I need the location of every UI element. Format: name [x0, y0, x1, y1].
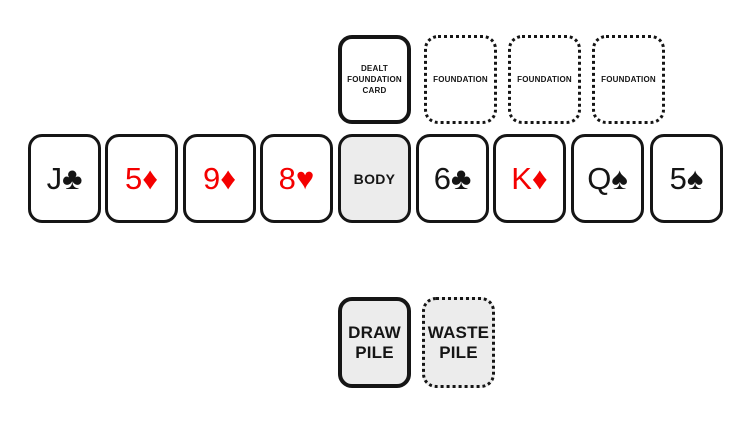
foundation-slot-3[interactable]: FOUNDATION [592, 35, 665, 124]
hearts-suit-icon: ♥ [295, 161, 315, 196]
card-jack-clubs[interactable]: J♣ [28, 134, 101, 223]
card-rank: 5 [124, 161, 143, 196]
card-8-hearts[interactable]: 8♥ [260, 134, 333, 223]
foundation-slot-label: FOUNDATION [517, 74, 572, 84]
card-queen-spades[interactable]: Q♠ [571, 134, 644, 223]
card-rank: J [46, 161, 63, 196]
diamonds-suit-icon: ♦ [142, 161, 159, 196]
draw-pile-label: DRAW PILE [348, 322, 401, 362]
card-rank: K [511, 161, 532, 196]
foundation-slot-1[interactable]: FOUNDATION [424, 35, 497, 124]
clubs-suit-icon: ♣ [62, 161, 83, 196]
card-rank: 8 [278, 161, 296, 196]
card-face: 8♥ [279, 163, 315, 194]
card-face: 5♠ [670, 163, 704, 194]
foundation-slot-label: FOUNDATION [433, 74, 488, 84]
waste-pile-label: WASTE PILE [427, 322, 490, 362]
card-9-diamonds[interactable]: 9♦ [183, 134, 256, 223]
card-5-spades[interactable]: 5♠ [650, 134, 723, 223]
card-face: J♣ [47, 163, 83, 194]
card-rank: 5 [669, 161, 687, 196]
card-face: Q♠ [587, 163, 628, 194]
card-rank: 9 [202, 161, 221, 196]
dealt-foundation-card-label: DEALT FOUNDATION CARD [347, 63, 402, 96]
card-king-diamonds[interactable]: K♦ [493, 134, 566, 223]
card-face: 6♣ [434, 163, 472, 194]
card-face: K♦ [511, 163, 548, 194]
waste-pile[interactable]: WASTE PILE [422, 297, 495, 388]
dealt-foundation-card[interactable]: DEALT FOUNDATION CARD [338, 35, 411, 124]
diamonds-suit-icon: ♦ [220, 161, 237, 196]
foundation-slot-label: FOUNDATION [601, 74, 656, 84]
card-rank: Q [587, 161, 612, 196]
card-5-diamonds[interactable]: 5♦ [105, 134, 178, 223]
spades-suit-icon: ♠ [686, 161, 704, 196]
foundation-slot-2[interactable]: FOUNDATION [508, 35, 581, 124]
card-rank: 6 [433, 161, 451, 196]
diamonds-suit-icon: ♦ [531, 161, 548, 196]
clubs-suit-icon: ♣ [450, 161, 472, 196]
card-face: 9♦ [203, 163, 236, 194]
card-face: 5♦ [125, 163, 158, 194]
body-slot-label: BODY [353, 170, 396, 187]
card-6-clubs[interactable]: 6♣ [416, 134, 489, 223]
spades-suit-icon: ♠ [611, 161, 628, 196]
draw-pile[interactable]: DRAW PILE [338, 297, 411, 388]
body-slot[interactable]: BODY [338, 134, 411, 223]
